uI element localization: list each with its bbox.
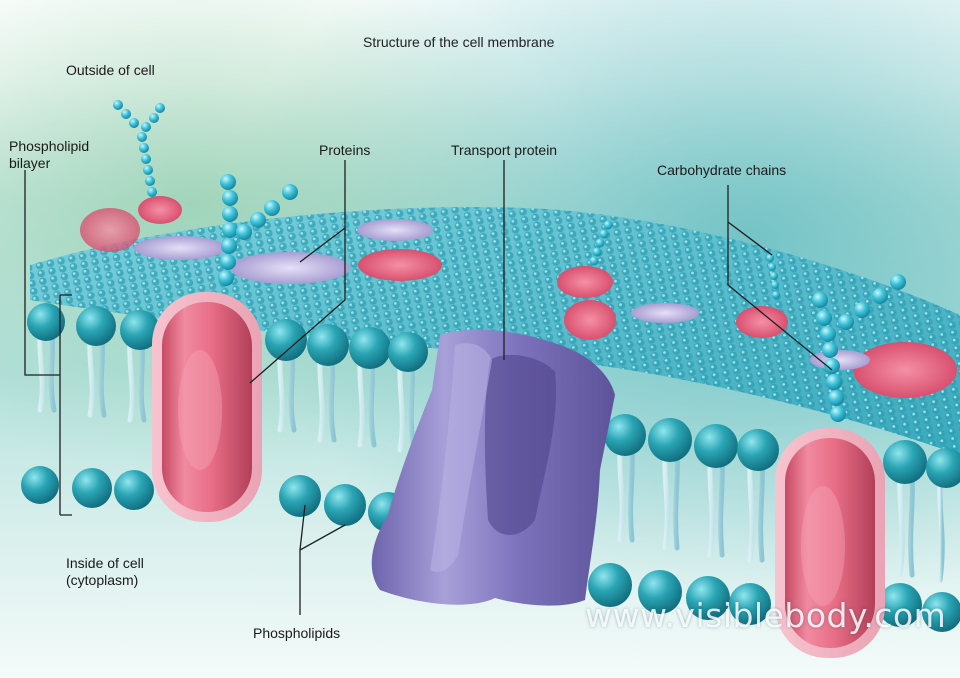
label-transport-protein: Transport protein (451, 142, 558, 158)
phospholipids-leader (299, 504, 346, 615)
label-outside-cell: Outside of cell (66, 62, 155, 78)
label-proteins: Proteins (319, 142, 371, 158)
leader-lines (24, 160, 833, 615)
bilayer-bracket (24, 170, 72, 516)
sugar-chain-left (218, 174, 298, 286)
proteins-leader (249, 160, 346, 384)
diagram-title: Structure of the cell membrane (363, 34, 555, 50)
label-phospholipids: Phospholipids (253, 625, 341, 641)
distant-sugar-chains (113, 100, 780, 299)
label-inside-cell: Inside of cell (cytoplasm) (66, 555, 144, 588)
integral-protein-right (775, 428, 885, 658)
bilayer-upper-heads (27, 303, 960, 488)
integral-protein-left (152, 292, 262, 522)
watermark: www.visiblebody.com (585, 596, 947, 635)
sugar-chain-right (812, 274, 906, 422)
surface-proteins (80, 196, 957, 398)
label-phospholipid-bilayer: Phospholipid bilayer (9, 138, 90, 171)
label-carbohydrate-chains: Carbohydrate chains (657, 162, 787, 178)
carbohydrate-leader (727, 185, 833, 371)
transport-protein (371, 329, 615, 606)
